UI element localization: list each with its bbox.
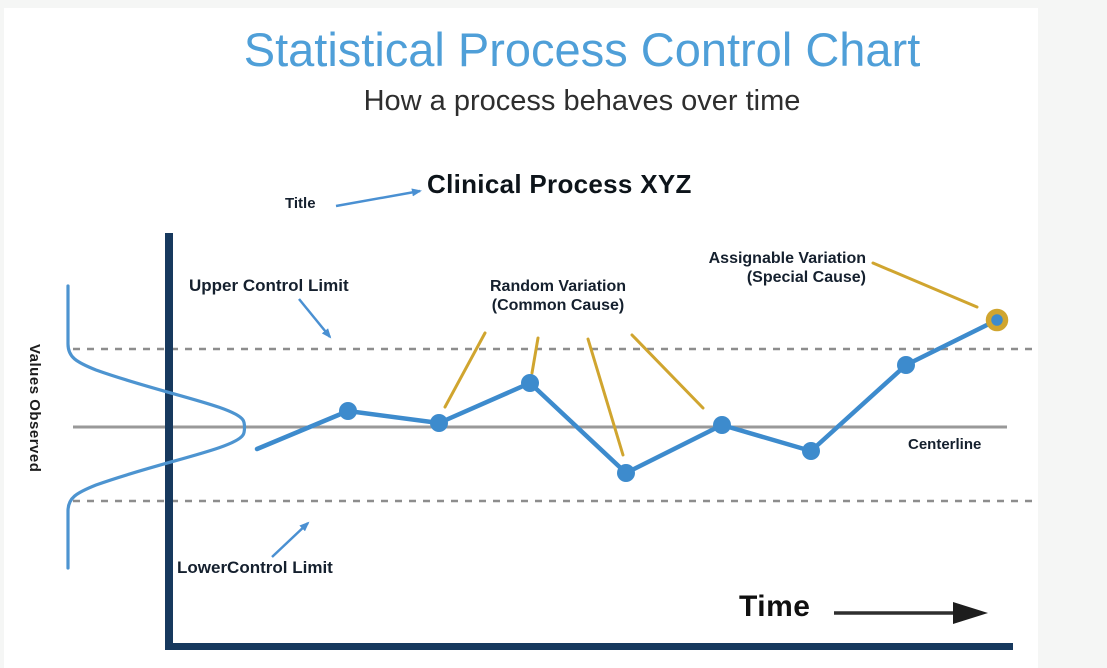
common-cause-callout-line-4 <box>630 333 705 410</box>
y-axis-line <box>165 233 173 650</box>
data-point <box>617 464 635 482</box>
centerline-label: Centerline <box>908 436 982 453</box>
common-cause-callout-line-1 <box>443 331 487 409</box>
data-point <box>802 442 820 460</box>
data-point <box>430 414 448 432</box>
process-data-line <box>254 317 1000 476</box>
title-pointer-label: Title <box>285 195 316 212</box>
common-cause-callout-line-2 <box>530 336 540 375</box>
data-point <box>521 374 539 392</box>
assignable-variation-line2: (Special Cause) <box>746 269 866 286</box>
page-background-card <box>4 8 1038 668</box>
random-variation-line1: Random Variation <box>489 278 627 295</box>
time-arrow-icon <box>953 602 988 624</box>
distribution-curve <box>66 284 247 570</box>
data-point <box>897 356 915 374</box>
random-variation-line2: (Common Cause) <box>491 297 625 314</box>
data-point <box>339 402 357 420</box>
special-cause-callout-line <box>871 261 979 309</box>
assignable-variation-line1: Assignable Variation <box>708 250 866 267</box>
assignable-variation-label: Assignable Variation (Special Cause) <box>646 249 866 287</box>
chart-title: Clinical Process XYZ <box>427 169 692 199</box>
ucl-pointer-arrow-icon <box>298 298 332 339</box>
common-cause-callout-line-3 <box>586 337 625 457</box>
process-data-series <box>254 308 1009 482</box>
page-title: Statistical Process Control Chart <box>243 23 921 76</box>
lower-control-limit-label: LowerControl Limit <box>177 558 333 577</box>
special-cause-data-point <box>985 308 1009 332</box>
page-subtitle: How a process behaves over time <box>363 85 801 117</box>
lcl-pointer-arrow-icon <box>271 521 310 558</box>
data-point <box>713 416 731 434</box>
x-axis-label: Time <box>739 590 811 623</box>
x-axis-line <box>165 643 1013 650</box>
random-variation-label: Random Variation (Common Cause) <box>458 277 658 315</box>
title-pointer-arrow-icon <box>335 188 422 208</box>
upper-control-limit-label: Upper Control Limit <box>189 276 349 295</box>
y-axis-label: Values Observed <box>26 344 43 473</box>
